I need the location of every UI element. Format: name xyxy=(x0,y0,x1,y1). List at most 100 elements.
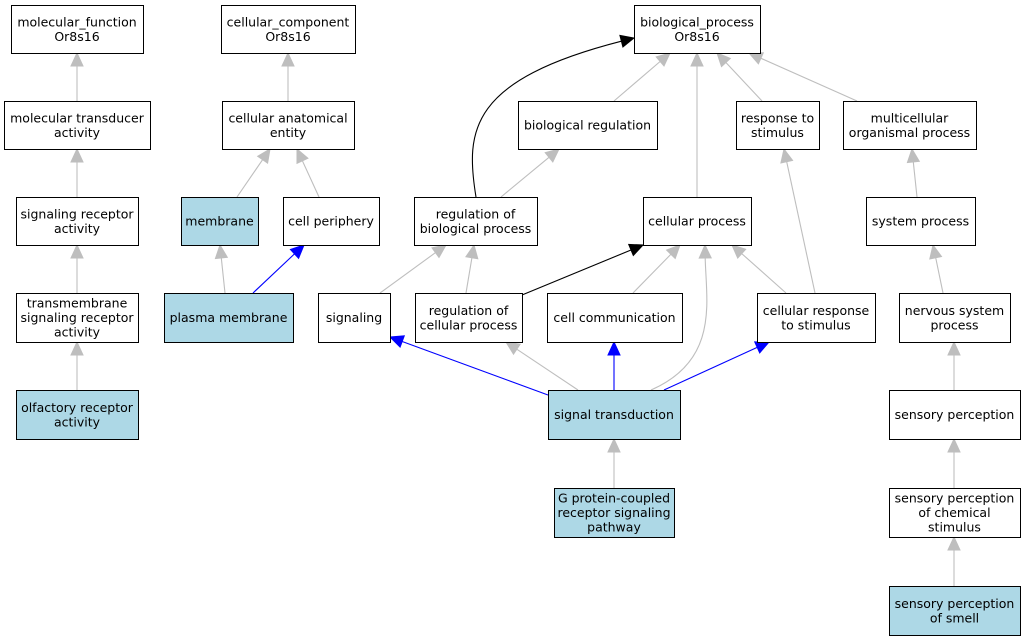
go-term-node-st: signal transduction xyxy=(548,390,681,440)
edge-arrowhead xyxy=(947,340,961,356)
edge-arrowhead xyxy=(929,243,943,260)
go-term-node-cc2: cell communication xyxy=(547,293,683,343)
edge-crs-to-rts xyxy=(780,147,816,294)
node-label-line: transmembrane xyxy=(27,296,128,311)
edge-st-to-cc2 xyxy=(607,340,621,390)
go-term-node-breg: biological regulation xyxy=(518,101,658,150)
go-term-node-pm: plasma membrane xyxy=(164,293,294,343)
node-label-line: regulation of xyxy=(436,206,516,221)
node-label-line: stimulus xyxy=(928,520,981,535)
edge-sp-to-mop xyxy=(906,147,921,198)
edge-cae-to-cc xyxy=(281,51,295,101)
node-label-line: molecular transducer xyxy=(10,110,145,125)
node-label-line: sensory perception xyxy=(895,491,1015,506)
node-label-line: signaling receptor xyxy=(20,310,134,325)
go-term-node-spe: sensory perception xyxy=(889,390,1021,440)
node-box xyxy=(889,488,1021,538)
node-label-line: cell communication xyxy=(553,310,675,325)
go-term-node-mem: membrane xyxy=(181,197,259,246)
node-label-line: system process xyxy=(872,214,969,229)
edge-arrowhead xyxy=(690,51,704,67)
node-label-line: activity xyxy=(54,414,101,429)
edge-arrowhead xyxy=(214,243,229,260)
node-label-line: stimulus xyxy=(751,125,804,140)
node-label-line: membrane xyxy=(185,214,254,229)
go-term-node-cp: cell periphery xyxy=(283,197,380,246)
edge-line xyxy=(741,253,787,294)
node-label-line: receptor signaling xyxy=(557,505,670,520)
node-box xyxy=(181,197,259,246)
edge-rbp-to-bp xyxy=(471,34,636,198)
edge-line xyxy=(632,253,672,294)
node-box xyxy=(283,197,380,246)
edge-nsp-to-sp xyxy=(929,243,944,294)
node-label-line: cellular_component xyxy=(227,14,350,29)
node-label-line: molecular_function xyxy=(17,14,136,29)
edge-line xyxy=(220,257,226,294)
edge-arrowhead xyxy=(70,243,84,259)
node-label-line: biological process xyxy=(420,221,532,236)
node-box xyxy=(866,197,976,246)
node-label-line: multicellular xyxy=(871,110,950,125)
edge-gpcr-to-st xyxy=(607,437,621,488)
edge-line xyxy=(725,62,763,102)
node-box xyxy=(318,293,391,343)
node-label-line: to stimulus xyxy=(781,317,850,332)
edge-arrowhead xyxy=(655,52,671,67)
node-label-line: activity xyxy=(54,125,101,140)
node-label-line: organismal process xyxy=(849,125,970,140)
edge-arrowhead xyxy=(947,535,961,551)
node-label-line: activity xyxy=(54,221,101,236)
edge-st-to-sig xyxy=(388,335,549,396)
edge-st-to-cpr xyxy=(650,243,712,391)
node-label-line: cellular process xyxy=(648,214,746,229)
edge-cc2-to-cpr xyxy=(632,244,681,294)
edge-line xyxy=(516,348,579,391)
edge-arrowhead xyxy=(607,340,621,356)
edge-arrowhead xyxy=(281,51,295,67)
edge-line xyxy=(301,160,320,198)
node-box xyxy=(643,197,752,246)
node-label-line: sensory perception xyxy=(895,407,1015,422)
edge-rbp-to-breg xyxy=(500,148,560,198)
node-label-line: cellular anatomical xyxy=(228,110,347,125)
edge-crs-to-cpr xyxy=(731,244,787,294)
edge-spcs-to-spe xyxy=(947,437,961,488)
node-box xyxy=(16,390,139,440)
edge-spe-to-nsp xyxy=(947,340,961,390)
node-box xyxy=(736,101,820,150)
node-box xyxy=(547,293,683,343)
edge-arrowhead xyxy=(665,244,681,260)
edge-sig-to-rbp xyxy=(379,244,447,294)
edge-ora-to-tsra xyxy=(70,340,84,390)
edge-arrowhead xyxy=(627,243,645,257)
edge-arrowhead xyxy=(388,335,406,349)
edge-line xyxy=(500,156,550,198)
edge-mta-to-mf xyxy=(70,51,84,101)
node-box xyxy=(16,293,139,343)
edge-line xyxy=(402,340,549,396)
node-label-line: cellular response xyxy=(763,303,870,318)
node-label-line: signaling xyxy=(326,310,382,325)
node-box xyxy=(164,293,294,343)
node-box xyxy=(4,101,151,150)
node-box xyxy=(554,488,675,538)
edge-line xyxy=(663,346,758,391)
node-label-line: activity xyxy=(54,325,101,340)
edge-cp-to-cae xyxy=(296,147,320,198)
node-label-line: biological_process xyxy=(640,14,754,29)
edge-arrowhead xyxy=(256,148,271,164)
edges-layer xyxy=(70,34,961,586)
